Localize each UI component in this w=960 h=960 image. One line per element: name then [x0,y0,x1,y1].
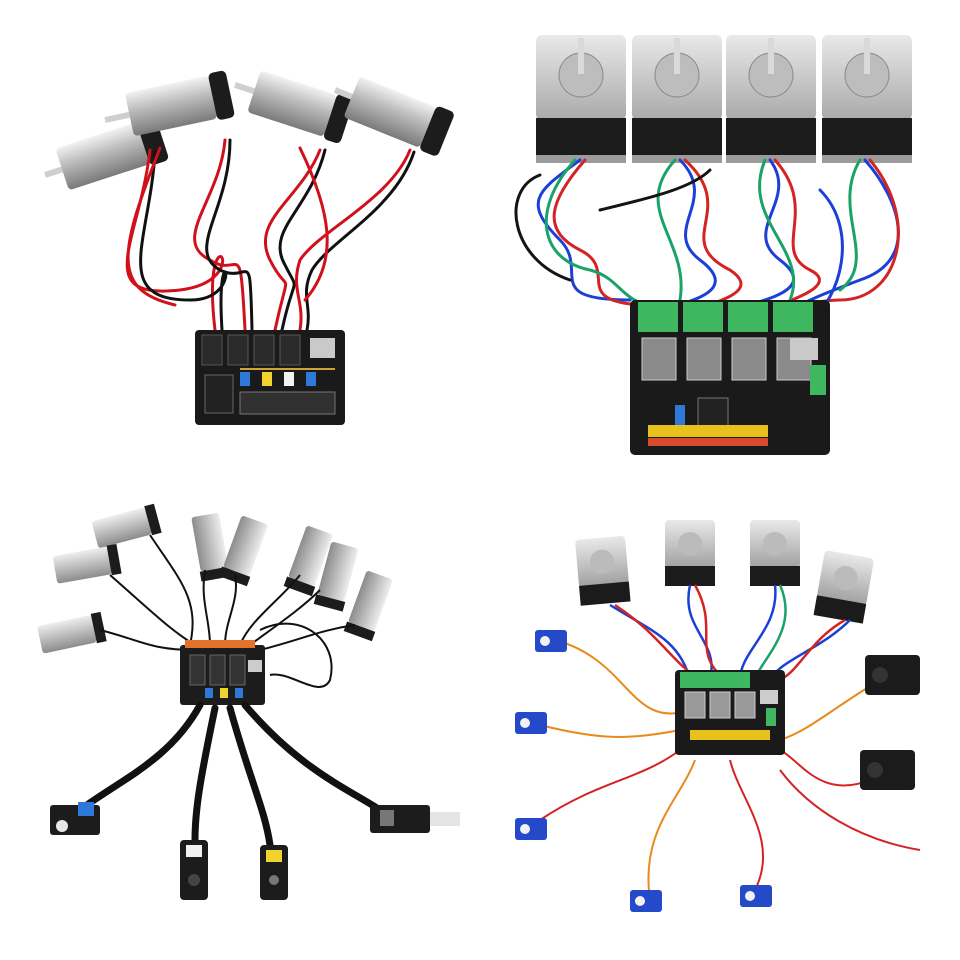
controller-board [630,300,830,455]
stepper-motor [575,535,631,606]
quadrant-dc-motors [0,0,480,480]
controller-board [195,330,345,425]
stepper-motor [726,35,816,163]
dc-gear-motor [218,516,268,587]
controller-board [180,640,265,705]
wire-bundle [609,584,851,682]
micro-servo [630,890,662,912]
ribbon-cable [76,701,384,849]
quadrant-stepper-servo [480,480,960,960]
standard-servo [865,655,920,695]
quadrant-encoder-motors-sensors [0,480,480,960]
dc-gear-motor [53,543,122,584]
stepper-motor [632,35,722,163]
wire-bundle [514,158,900,322]
micro-servo [515,818,547,840]
dc-gear-motor [37,611,107,654]
wire-bundle [125,138,416,332]
sensor-module [260,845,288,900]
dc-gear-motor [333,77,454,156]
micro-servo [515,712,547,734]
dc-gear-motor [313,542,358,612]
quadrant-stepper-motors [480,0,960,480]
sensor-module [180,840,208,900]
stepper-motor [750,520,800,586]
dc-gear-motor [234,71,354,143]
dc-gear-motor [104,70,235,136]
servo-wires [539,639,921,901]
stepper-motor [536,35,626,163]
dc-gear-motor [343,571,393,642]
dc-gear-motor [283,526,333,597]
dc-gear-motor [92,503,162,548]
standard-servo [860,750,915,790]
stepper-motor [822,35,912,163]
micro-servo [535,630,567,652]
sensor-module [50,802,100,835]
stepper-motor [813,550,874,624]
sensor-module [370,805,460,833]
micro-servo [740,885,772,907]
stepper-motor [665,520,715,586]
controller-board [675,670,785,755]
